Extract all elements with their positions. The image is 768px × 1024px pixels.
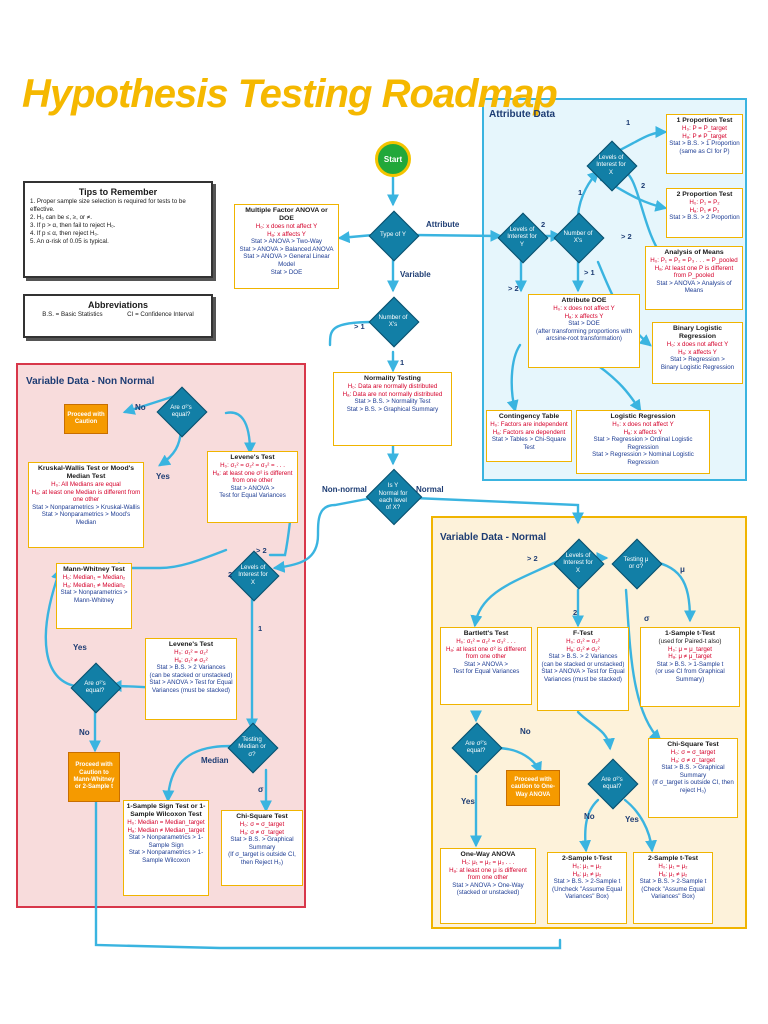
analysis-of-means-box: Analysis of Means H₀: P₁ = P₂ = P₃ . . .… [645, 246, 743, 310]
attr-levels-y-diamond: Levels of Interest for Y [497, 212, 549, 264]
nonnormal-panel-title: Variable Data - Non Normal [26, 376, 155, 387]
sigma-label: σ [258, 785, 264, 794]
count-label: 1 [400, 358, 405, 367]
start-node: Start [375, 141, 411, 177]
type-of-y-diamond: Type of Y [368, 210, 420, 262]
abbreviations-box: Abbreviations B.S. = Basic Statistics CI… [23, 294, 213, 338]
normality-testing-box: Normality Testing H₀: Data are normally … [333, 372, 452, 446]
nn-variances-equal2-diamond: Are σ²'s equal? [70, 662, 122, 714]
tip-item: 3. If p > α, then fail to reject H₀. [30, 222, 116, 229]
one-proportion-test-box: 1 Proportion Test H₀: P = P_target Hₐ: P… [666, 114, 743, 174]
attr-number-x-diamond: Number of X's [553, 212, 605, 264]
count-label: > 2 [527, 554, 538, 563]
variable-label: Variable [400, 270, 431, 279]
page-title: Hypothesis Testing Roadmap [22, 72, 558, 116]
tip-item: 5. An α-risk of 0.05 is typical. [30, 238, 109, 245]
abbrev-ci: CI = Confidence Interval [127, 311, 194, 318]
count-label: 1 [626, 118, 631, 127]
n-variances-equal-right-diamond: Are σ²'s equal? [587, 758, 639, 810]
sign-wilcoxon-test-box: 1-Sample Sign Test or 1-Sample Wilcoxon … [123, 800, 209, 896]
count-label: 1 [578, 188, 583, 197]
normal-label: Normal [416, 485, 444, 494]
caution-box: Proceed with Caution [64, 404, 108, 434]
abbrev-bs: B.S. = Basic Statistics [42, 311, 103, 318]
abbrev-title: Abbreviations [87, 300, 148, 310]
is-y-normal-diamond: Is Y Normal for each level of X? [364, 465, 423, 529]
count-label: 2 [641, 181, 646, 190]
attribute-panel-title: Attribute Data [489, 109, 556, 120]
two-sample-t-test-equal-box: 2-Sample t-Test H₀: μ₁ = μ₂ Hₐ: μ₁ ≠ μ₂ … [633, 852, 713, 924]
count-label: > 1 [584, 268, 595, 277]
count-label: > 1 [354, 322, 365, 331]
count-label: 2 [228, 570, 233, 579]
tip-item: 2. H₀ can be ≤, ≥, or ≠. [30, 214, 92, 221]
two-proportion-test-box: 2 Proportion Test H₀: P₁ = P₂ Hₐ: P₁ ≠ P… [666, 188, 743, 238]
attribute-label: Attribute [426, 220, 460, 229]
caution-box: Proceed with caution to One-Way ANOVA [506, 770, 560, 806]
n-levels-x-diamond: Levels of Interest for X [553, 538, 605, 590]
count-label: > 2 [621, 232, 632, 241]
tip-item: 4. If p ≤ α, then reject H₀. [30, 230, 99, 237]
one-way-anova-box: One-Way ANOVA H₀: μ₁ = μ₂ = μ₃ . . . Hₐ:… [440, 848, 536, 924]
non-normal-label: Non-normal [322, 485, 367, 494]
yes-label: Yes [156, 472, 170, 481]
no-label: No [135, 403, 146, 412]
median-label: Median [201, 756, 229, 765]
sigma-label: σ [644, 614, 650, 623]
normal-panel-title: Variable Data - Normal [440, 532, 547, 543]
mann-whitney-box: Mann-Whitney Test H₀: Median₁ = Median₂ … [56, 563, 132, 629]
contingency-table-box: Contingency Table H₀: Factors are indepe… [486, 410, 572, 462]
f-test-box: F-Test H₀: σ₁² = σ₂² Hₐ: σ₁² ≠ σ₂² Stat … [537, 627, 629, 711]
two-sample-t-test-unequal-box: 2-Sample t-Test H₀: μ₁ = μ₂ Hₐ: μ₁ ≠ μ₂ … [547, 852, 627, 924]
attribute-doe-box: Attribute DOE H₀: x does not affect Y Hₐ… [528, 294, 640, 368]
caution-box: Proceed with Caution to Mann-Whitney or … [68, 752, 120, 802]
count-label: 2 [541, 220, 546, 229]
tip-item: 1. Proper sample size selection is requi… [30, 198, 186, 213]
levenes-test-2-box: Levene's Test H₀: σ₁² = σ₂² Hₐ: σ₁² ≠ σ₂… [145, 638, 237, 720]
kruskal-wallis-box: Kruskal-Wallis Test or Mood's Median Tes… [28, 462, 144, 548]
nn-testing-median-diamond: Testing Median or σ? [227, 722, 279, 774]
yes-label: Yes [73, 643, 87, 652]
number-of-x-diamond: Number of X's [368, 296, 420, 348]
count-label: 2 [573, 608, 578, 617]
one-sample-t-test-box: 1-Sample t-Test (used for Paired-t also)… [640, 627, 740, 707]
no-label: No [520, 727, 531, 736]
no-label: No [584, 812, 595, 821]
count-label: 1 [258, 624, 263, 633]
chi-square-test-box: Chi-Square Test H₀: σ = σ_target Hₐ: σ ≠… [221, 810, 303, 886]
count-label: > 2 [256, 546, 267, 555]
n-variances-equal-left-diamond: Are σ²'s equal? [451, 722, 503, 774]
tips-title: Tips to Remember [78, 187, 158, 197]
nn-levels-x-diamond: Levels of Interest for X [228, 550, 280, 602]
attr-levels-x-diamond: Levels of Interest for X [586, 140, 638, 192]
yes-label: Yes [625, 815, 639, 824]
levenes-test-box: Levene's Test H₀: σ₁² = σ₂² = σ₃² = . . … [207, 451, 298, 523]
mu-label: μ [680, 565, 685, 574]
yes-label: Yes [461, 797, 475, 806]
logistic-regression-box: Logistic Regression H₀: x does not affec… [576, 410, 710, 474]
no-label: No [79, 728, 90, 737]
tips-box: Tips to Remember 1. Proper sample size s… [23, 181, 213, 278]
n-testing-mu-diamond: Testing μ or σ? [611, 538, 663, 590]
nn-variances-equal-diamond: Are σ²'s equal? [156, 386, 208, 438]
bartletts-test-box: Bartlett's Test H₀: σ₁² = σ₂² = σ₃² . . … [440, 627, 532, 705]
binary-logistic-regression-box: Binary Logistic Regression H₀: x does no… [652, 322, 743, 384]
multiple-factor-anova-box: Multiple Factor ANOVA or DOE H₀: x does … [234, 204, 339, 289]
chi-square-test-2-box: Chi-Square Test H₀: σ = σ_target Hₐ: σ ≠… [648, 738, 738, 818]
count-label: > 2 [508, 284, 519, 293]
